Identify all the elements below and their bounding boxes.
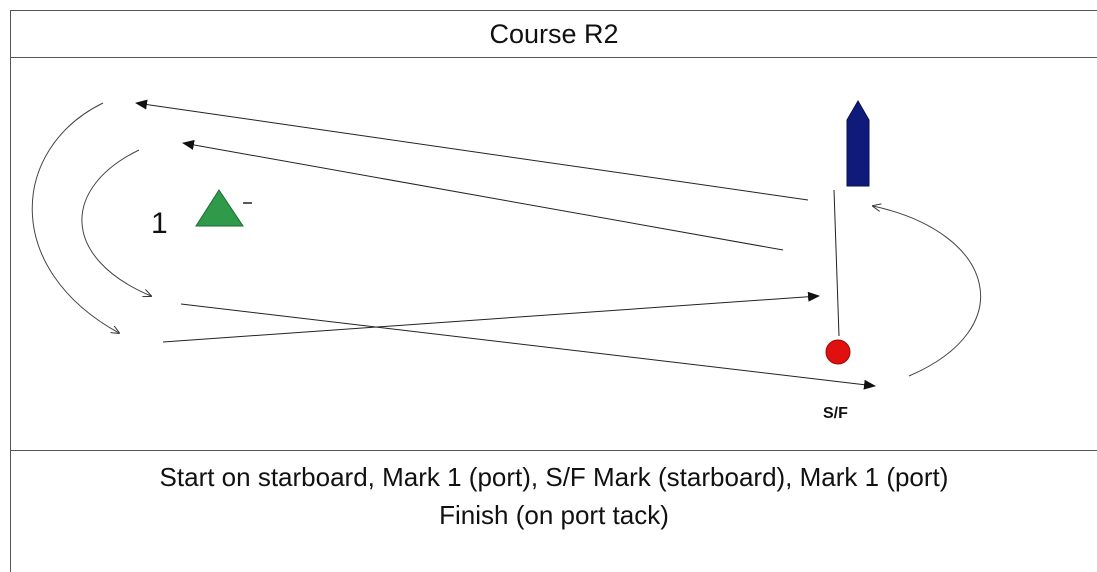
course-leg-1 [135, 99, 809, 201]
sf-mark-icon [825, 339, 851, 365]
committee-boat-icon [846, 100, 870, 187]
course-diagram: 1 S/F [10, 58, 1097, 450]
course-header: Course R2 [10, 10, 1097, 58]
course-title: Course R2 [489, 18, 619, 49]
mark-1-number: 1 [151, 207, 168, 240]
instructions-line-2: Finish (on port tack) [439, 500, 669, 530]
start-finish-line [833, 189, 840, 337]
mark-1-triangle-icon [195, 189, 244, 227]
course-leg-2 [182, 140, 784, 251]
sf-label: S/F [823, 405, 848, 422]
rounding-curve-right [873, 206, 982, 377]
rounding-curve-inner [81, 149, 151, 296]
instructions-line-1: Start on starboard, Mark 1 (port), S/F M… [159, 462, 949, 492]
rounding-curve-outer [31, 102, 119, 333]
course-diagram-svg: 1 S/F [31, 99, 982, 422]
course-instructions: Start on starboard, Mark 1 (port), S/F M… [10, 450, 1097, 572]
course-leg-4 [180, 303, 876, 390]
course-leg-3 [162, 291, 820, 343]
